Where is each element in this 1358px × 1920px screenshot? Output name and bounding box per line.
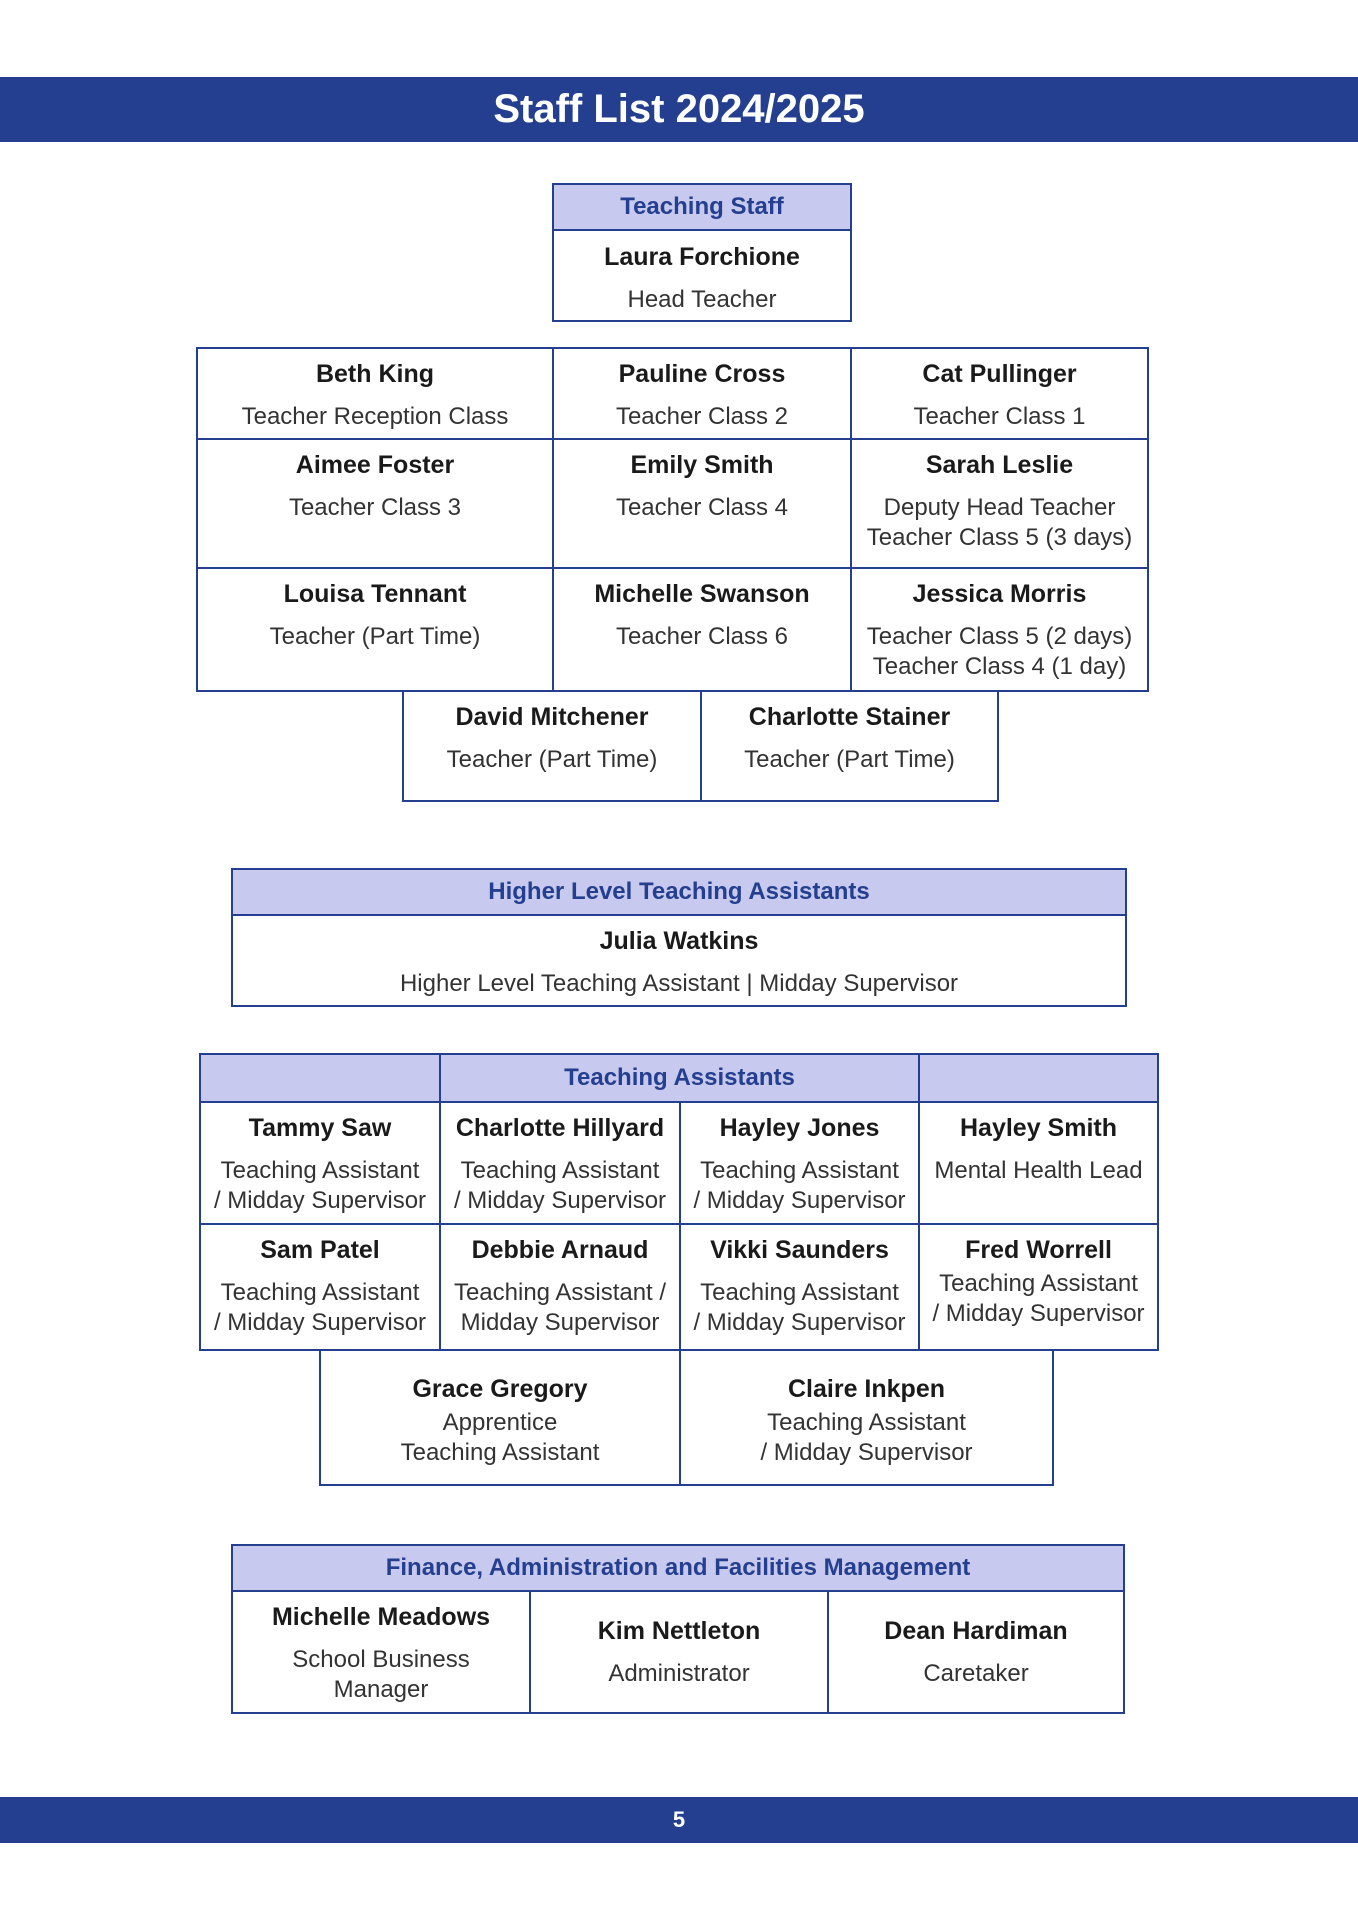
staff-name: Tammy Saw [248, 1114, 392, 1142]
staff-card: Claire Inkpen Teaching Assistant / Midda… [679, 1349, 1054, 1486]
page-number: 5 [0, 1797, 1358, 1843]
staff-name: Michelle Swanson [594, 580, 810, 608]
staff-card: Tammy Saw Teaching Assistant / Midday Su… [199, 1101, 441, 1225]
staff-role: Teaching Assistant / Midday Supervisor [932, 1270, 1145, 1327]
staff-card: Charlotte Hillyard Teaching Assistant / … [439, 1101, 681, 1225]
finance-header: Finance, Administration and Facilities M… [231, 1544, 1125, 1592]
staff-name: Beth King [315, 360, 435, 388]
staff-name: Sam Patel [260, 1236, 380, 1264]
staff-name: Charlotte Hillyard [455, 1114, 665, 1142]
ta-header: Teaching Assistants [439, 1053, 920, 1103]
staff-card: Cat Pullinger Teacher Class 1 [850, 347, 1149, 440]
staff-name: Laura Forchione [604, 243, 800, 271]
ta-header-blank-right [918, 1053, 1159, 1103]
staff-name: Fred Worrell [965, 1236, 1112, 1264]
staff-role: Teacher Class 4 [615, 494, 789, 521]
staff-card: Charlotte Stainer Teacher (Part Time) [700, 690, 999, 802]
ta-header-blank-left [199, 1053, 441, 1103]
page-title: Staff List 2024/2025 [0, 77, 1358, 142]
staff-card: Kim Nettleton Administrator [529, 1590, 829, 1714]
staff-name: Jessica Morris [912, 580, 1087, 608]
staff-role: Apprentice Teaching Assistant [400, 1409, 600, 1466]
staff-card: Dean Hardiman Caretaker [827, 1590, 1125, 1714]
staff-card: Michelle Meadows School Business Manager [231, 1590, 531, 1714]
staff-card: Louisa Tennant Teacher (Part Time) [196, 567, 554, 692]
staff-name: Vikki Saunders [710, 1236, 889, 1264]
staff-role: Teaching Assistant / Midday Supervisor [453, 1157, 667, 1214]
staff-role: Teaching Assistant / Midday Supervisor [213, 1279, 427, 1336]
staff-card: Debbie Arnaud Teaching Assistant / Midda… [439, 1223, 681, 1351]
staff-card: Beth King Teacher Reception Class [196, 347, 554, 440]
staff-name: Charlotte Stainer [748, 703, 951, 731]
staff-card: Pauline Cross Teacher Class 2 [552, 347, 852, 440]
staff-card-head-teacher: Laura Forchione Head Teacher [552, 229, 852, 322]
staff-name: Debbie Arnaud [471, 1236, 649, 1264]
staff-role: Caretaker [923, 1659, 1029, 1687]
staff-name: Hayley Jones [719, 1114, 880, 1142]
staff-card: Vikki Saunders Teaching Assistant / Midd… [679, 1223, 920, 1351]
staff-role: Teacher Class 2 [615, 403, 789, 430]
staff-name: Dean Hardiman [884, 1616, 1068, 1645]
staff-card: Hayley Jones Teaching Assistant / Midday… [679, 1101, 920, 1225]
staff-role: Teacher Class 1 [913, 403, 1086, 430]
staff-role: Teacher Class 6 [615, 623, 789, 650]
staff-role: Teacher Class 5 (2 days) Teacher Class 4… [866, 623, 1133, 680]
staff-name: Hayley Smith [959, 1114, 1117, 1142]
staff-name: Pauline Cross [618, 360, 786, 388]
staff-name: Emily Smith [630, 451, 774, 479]
staff-role: Teacher Reception Class [241, 403, 509, 430]
staff-role: Teaching Assistant / Midday Supervisor [693, 1157, 906, 1214]
staff-name: Cat Pullinger [922, 360, 1077, 388]
staff-name: Claire Inkpen [788, 1375, 945, 1403]
staff-role: Teaching Assistant / Midday Supervisor [213, 1157, 427, 1214]
staff-card-hlta: Julia Watkins Higher Level Teaching Assi… [231, 914, 1127, 1007]
staff-name: Aimee Foster [295, 451, 455, 479]
staff-card: Sam Patel Teaching Assistant / Midday Su… [199, 1223, 441, 1351]
staff-card: Emily Smith Teacher Class 4 [552, 438, 852, 569]
staff-role: Teacher (Part Time) [446, 746, 658, 773]
hlta-header: Higher Level Teaching Assistants [231, 868, 1127, 916]
staff-role: Deputy Head Teacher Teacher Class 5 (3 d… [866, 494, 1133, 551]
staff-role: Teacher (Part Time) [269, 623, 481, 650]
staff-role: Head Teacher [627, 286, 777, 313]
staff-name: Kim Nettleton [597, 1616, 761, 1645]
staff-name: Michelle Meadows [271, 1603, 491, 1631]
staff-role: School Business Manager [292, 1646, 470, 1703]
teaching-staff-header: Teaching Staff [552, 183, 852, 231]
staff-name: David Mitchener [455, 703, 649, 731]
staff-card: Sarah Leslie Deputy Head Teacher Teacher… [850, 438, 1149, 569]
staff-card: Jessica Morris Teacher Class 5 (2 days) … [850, 567, 1149, 692]
staff-card: Aimee Foster Teacher Class 3 [196, 438, 554, 569]
staff-role: Administrator [608, 1659, 750, 1687]
staff-card: Michelle Swanson Teacher Class 6 [552, 567, 852, 692]
staff-role: Teaching Assistant / Midday Supervisor [760, 1409, 973, 1466]
staff-role: Teaching Assistant / Midday Supervisor [693, 1279, 906, 1336]
staff-role: Teaching Assistant / Midday Supervisor [453, 1279, 667, 1336]
staff-name: Julia Watkins [599, 927, 759, 955]
staff-card: Fred Worrell Teaching Assistant / Midday… [918, 1223, 1159, 1351]
staff-card: Grace Gregory Apprentice Teaching Assist… [319, 1349, 681, 1486]
staff-role: Mental Health Lead [934, 1157, 1143, 1184]
staff-name: Grace Gregory [412, 1375, 588, 1403]
staff-card: David Mitchener Teacher (Part Time) [402, 690, 702, 802]
staff-name: Sarah Leslie [925, 451, 1074, 479]
staff-role: Teacher (Part Time) [744, 746, 955, 773]
staff-role: Higher Level Teaching Assistant | Midday… [399, 970, 959, 997]
staff-card: Hayley Smith Mental Health Lead [918, 1101, 1159, 1225]
staff-role: Teacher Class 3 [288, 494, 462, 521]
staff-name: Louisa Tennant [283, 580, 467, 608]
